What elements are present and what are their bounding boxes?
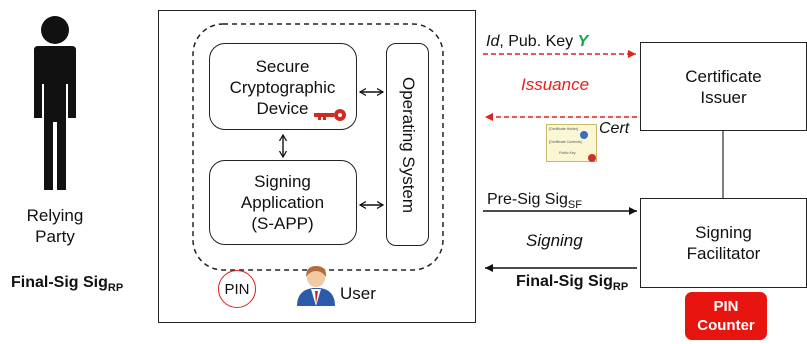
msg-pre-sig: Pre-Sig SigSF xyxy=(487,191,582,212)
user-device-box xyxy=(158,10,476,323)
device-boundary-dashed xyxy=(192,23,444,271)
relying-party-label: Relying Party xyxy=(26,206,84,246)
msg-signing: Signing xyxy=(526,231,583,250)
certificate-issuer-box: Certificate Issuer xyxy=(640,42,807,131)
msg-id-pubkey: Id, Pub. Key Y xyxy=(486,33,589,50)
final-sig-rp-left: Final-Sig SigRP xyxy=(11,274,124,295)
msg-final-sig: Final-Sig SigRP xyxy=(516,273,629,294)
signing-facilitator-box: Signing Facilitator xyxy=(640,198,807,288)
msg-cert: Cert xyxy=(599,120,630,137)
msg-issuance: Issuance xyxy=(521,75,590,94)
pin-counter-badge: PIN Counter xyxy=(685,292,767,340)
signing-application: Signing Application (S-APP) xyxy=(209,160,357,245)
user-label: User xyxy=(340,284,376,303)
certificate-card: [Certificate Holder] [Certificate Conten… xyxy=(546,124,597,162)
operating-system: Operating System xyxy=(386,43,429,246)
pin-badge: PIN xyxy=(218,270,256,308)
